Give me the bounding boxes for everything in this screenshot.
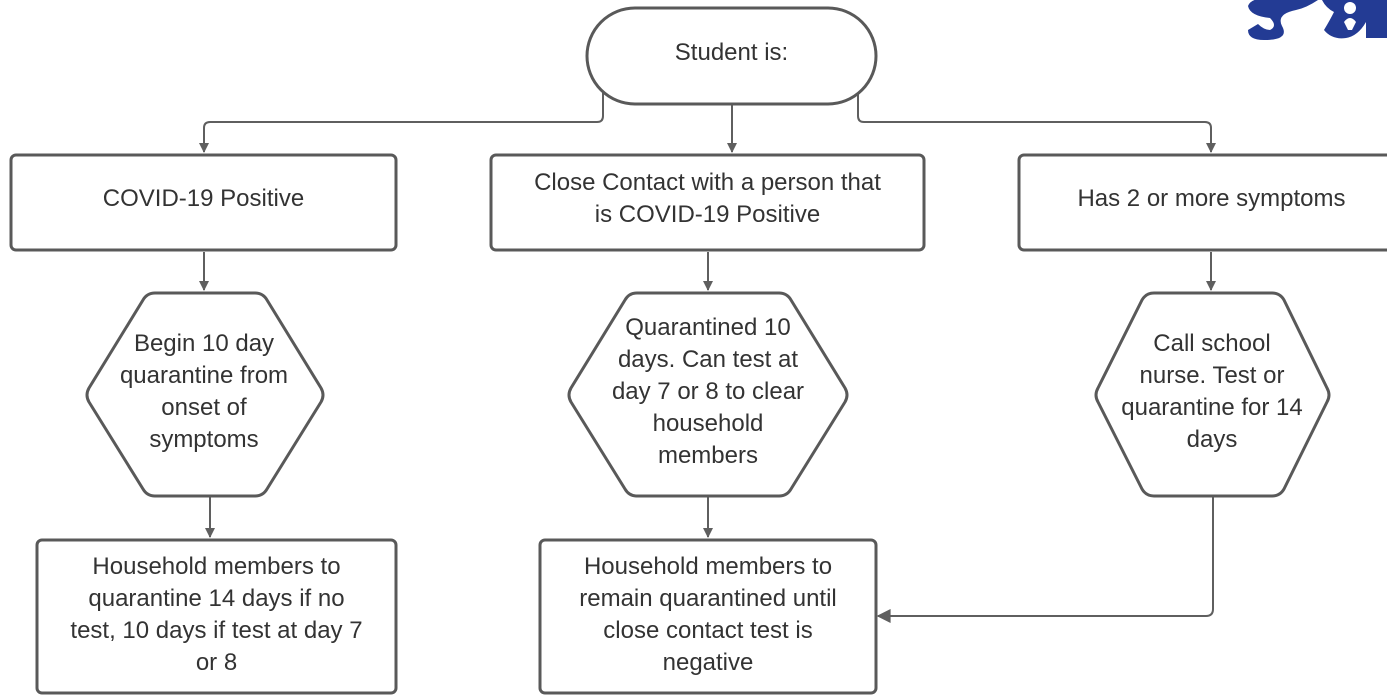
positive-box-shape [9,153,398,252]
start-node-label: Student is: [674,39,789,66]
symptoms-step-hexagon-shape [1094,291,1331,498]
close-contact-step-hexagon-shape [567,291,849,498]
symptoms-step-label: Call school nurse. Test or quarantine fo… [1121,329,1303,453]
connector-start-to-positive [199,88,604,153]
positive-node-label: COVID-19 Positive [102,184,305,212]
close-contact-household-label: Household members to remain quarantined … [579,552,837,676]
close-contact-box-shape [489,153,926,252]
positive-household-label: Household members to quarantine 14 days … [70,552,363,676]
connector-symptoms-step-to-close-contact-household [876,497,1214,623]
close-contact-step-label: Quarantined 10 days. Can test at day 7 o… [611,313,805,469]
positive-step-label: Begin 10 day quarantine from onset of sy… [119,329,289,453]
positive-household-box-shape [35,538,398,695]
close-contact-household-box-shape [538,538,878,695]
close-contact-node-label: Close Contact with a person that is COVI… [534,168,881,228]
symptoms-box-shape [1017,153,1387,252]
start-terminal-shape [585,6,878,106]
positive-step-hexagon-shape [85,291,325,498]
school-logo-icon [1248,0,1387,40]
connector-start-to-symptoms [857,88,1216,153]
symptoms-node-label: Has 2 or more symptoms [1077,184,1346,212]
